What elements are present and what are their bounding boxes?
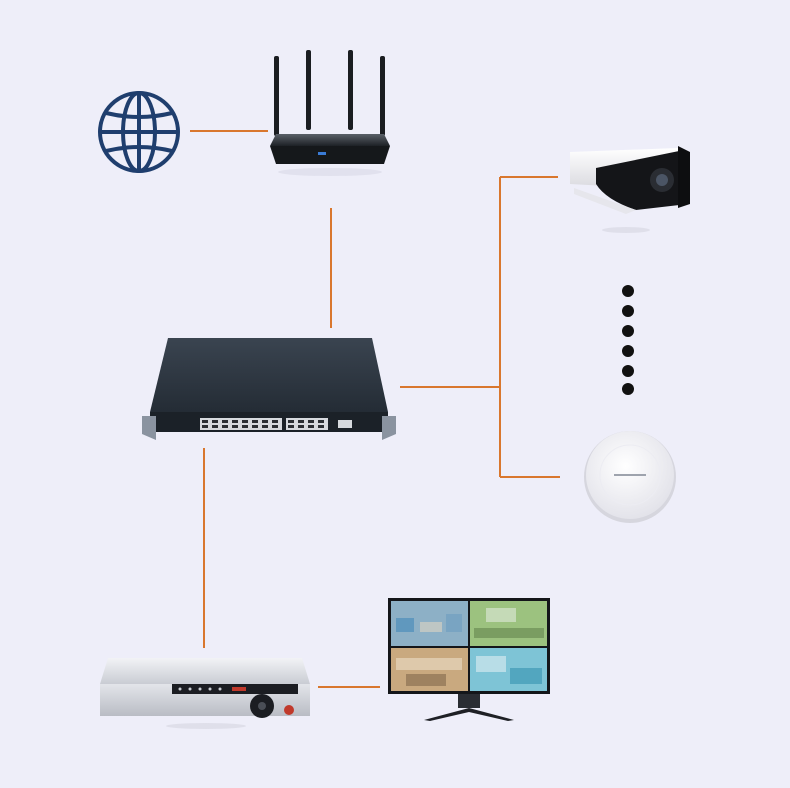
bullet-camera-icon (570, 146, 690, 233)
globe-icon (98, 91, 180, 173)
wifi-router-icon (270, 50, 390, 176)
rack-switch-icon (142, 338, 396, 440)
more-devices-ellipsis-icon (622, 285, 634, 395)
network-video-recorder-icon (100, 658, 310, 729)
monitor-icon (388, 598, 550, 721)
ceiling-access-point-icon (584, 431, 676, 523)
